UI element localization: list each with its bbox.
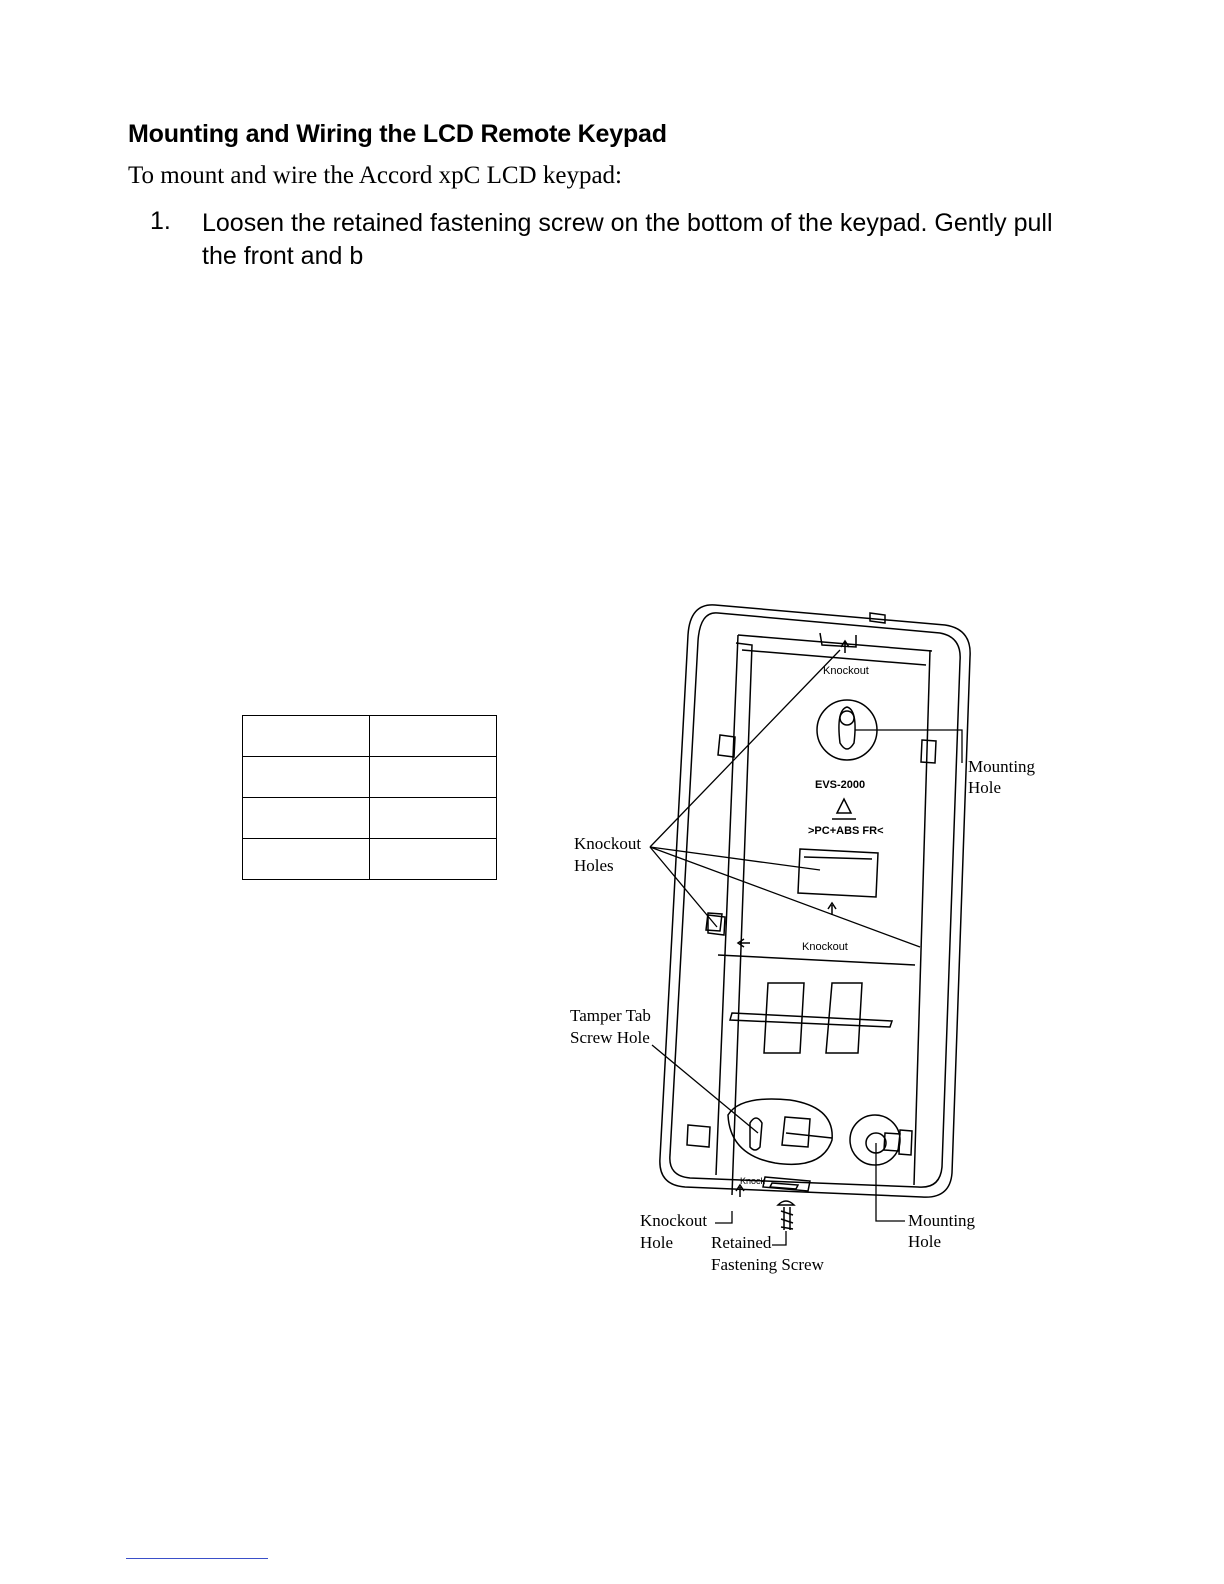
label-knockout-mid: Knockout xyxy=(802,941,848,953)
label-fastening-screw: Fastening Screw xyxy=(711,1255,825,1274)
label-model: EVS-2000 xyxy=(815,779,865,791)
leader-mounting-bottom xyxy=(875,1143,905,1222)
housing-wall-left xyxy=(715,634,739,1176)
label-knock-small: Knock xyxy=(740,1176,766,1186)
leader-knockout-holes-3 xyxy=(649,846,921,948)
step-number: 1. xyxy=(150,207,171,235)
empty-table xyxy=(242,715,497,880)
table-row xyxy=(242,756,497,798)
step-text: Loosen the retained fastening screw on t… xyxy=(202,209,1053,270)
leader-retained xyxy=(772,1231,787,1246)
footnote-rule xyxy=(126,1558,268,1559)
leader-mounting-top xyxy=(855,729,963,763)
top-knockout-notch xyxy=(819,632,857,648)
leader-knockout-holes-4 xyxy=(649,846,718,928)
label-tamper-tab: Tamper Tab xyxy=(570,1006,651,1025)
table-cell xyxy=(242,797,370,839)
left-rail xyxy=(731,642,753,1196)
leader-knockout-bottom xyxy=(715,1211,733,1224)
leader-tamper xyxy=(651,1044,759,1134)
center-knockout-rect xyxy=(797,848,879,898)
section-heading: Mounting and Wiring the LCD Remote Keypa… xyxy=(128,120,667,148)
label-mounting-hole-right-2: Hole xyxy=(968,778,1001,797)
table-cell xyxy=(369,797,497,839)
retained-screw xyxy=(776,1200,796,1206)
tamper-oval xyxy=(727,1098,833,1166)
label-tamper-screw-hole: Screw Hole xyxy=(570,1028,650,1047)
label-knockout-holes-2: Holes xyxy=(574,856,614,875)
label-knockout-hole-bottom: Knockout xyxy=(640,1211,707,1230)
label-mounting-hole-bottom-2: Hole xyxy=(908,1232,941,1251)
housing-outer xyxy=(659,604,971,1198)
leader-knockout-holes-2 xyxy=(649,846,821,871)
table-cell xyxy=(242,756,370,798)
table-cell xyxy=(369,756,497,798)
label-material: >PC+ABS FR< xyxy=(808,825,884,837)
mid-block-left xyxy=(763,982,805,1054)
label-knockout-holes: Knockout xyxy=(574,834,641,853)
table-row xyxy=(242,838,497,880)
table-row xyxy=(242,797,497,839)
housing-wall-right xyxy=(913,649,931,1186)
table-cell xyxy=(369,838,497,880)
intro-text: To mount and wire the Accord xpC LCD key… xyxy=(128,162,622,189)
leader-knockout-holes-1 xyxy=(649,649,841,848)
mid-block-right xyxy=(825,982,863,1054)
table-cell xyxy=(242,838,370,880)
table-cell xyxy=(369,715,497,757)
label-mounting-hole-right: Mounting xyxy=(968,757,1036,776)
table-row xyxy=(242,715,497,757)
label-retained: Retained xyxy=(711,1233,772,1252)
label-knockout-hole-bottom-2: Hole xyxy=(640,1233,673,1252)
housing-inner xyxy=(669,612,961,1188)
label-knockout-top: Knockout xyxy=(823,665,869,677)
table-cell xyxy=(242,715,370,757)
recycle-symbol xyxy=(832,797,856,820)
keypad-back-diagram: Mounting Hole Knockout Holes Tamper Tab … xyxy=(570,604,1036,1274)
bottom-mount-boss xyxy=(849,1114,901,1166)
label-mounting-hole-bottom: Mounting xyxy=(908,1211,976,1230)
